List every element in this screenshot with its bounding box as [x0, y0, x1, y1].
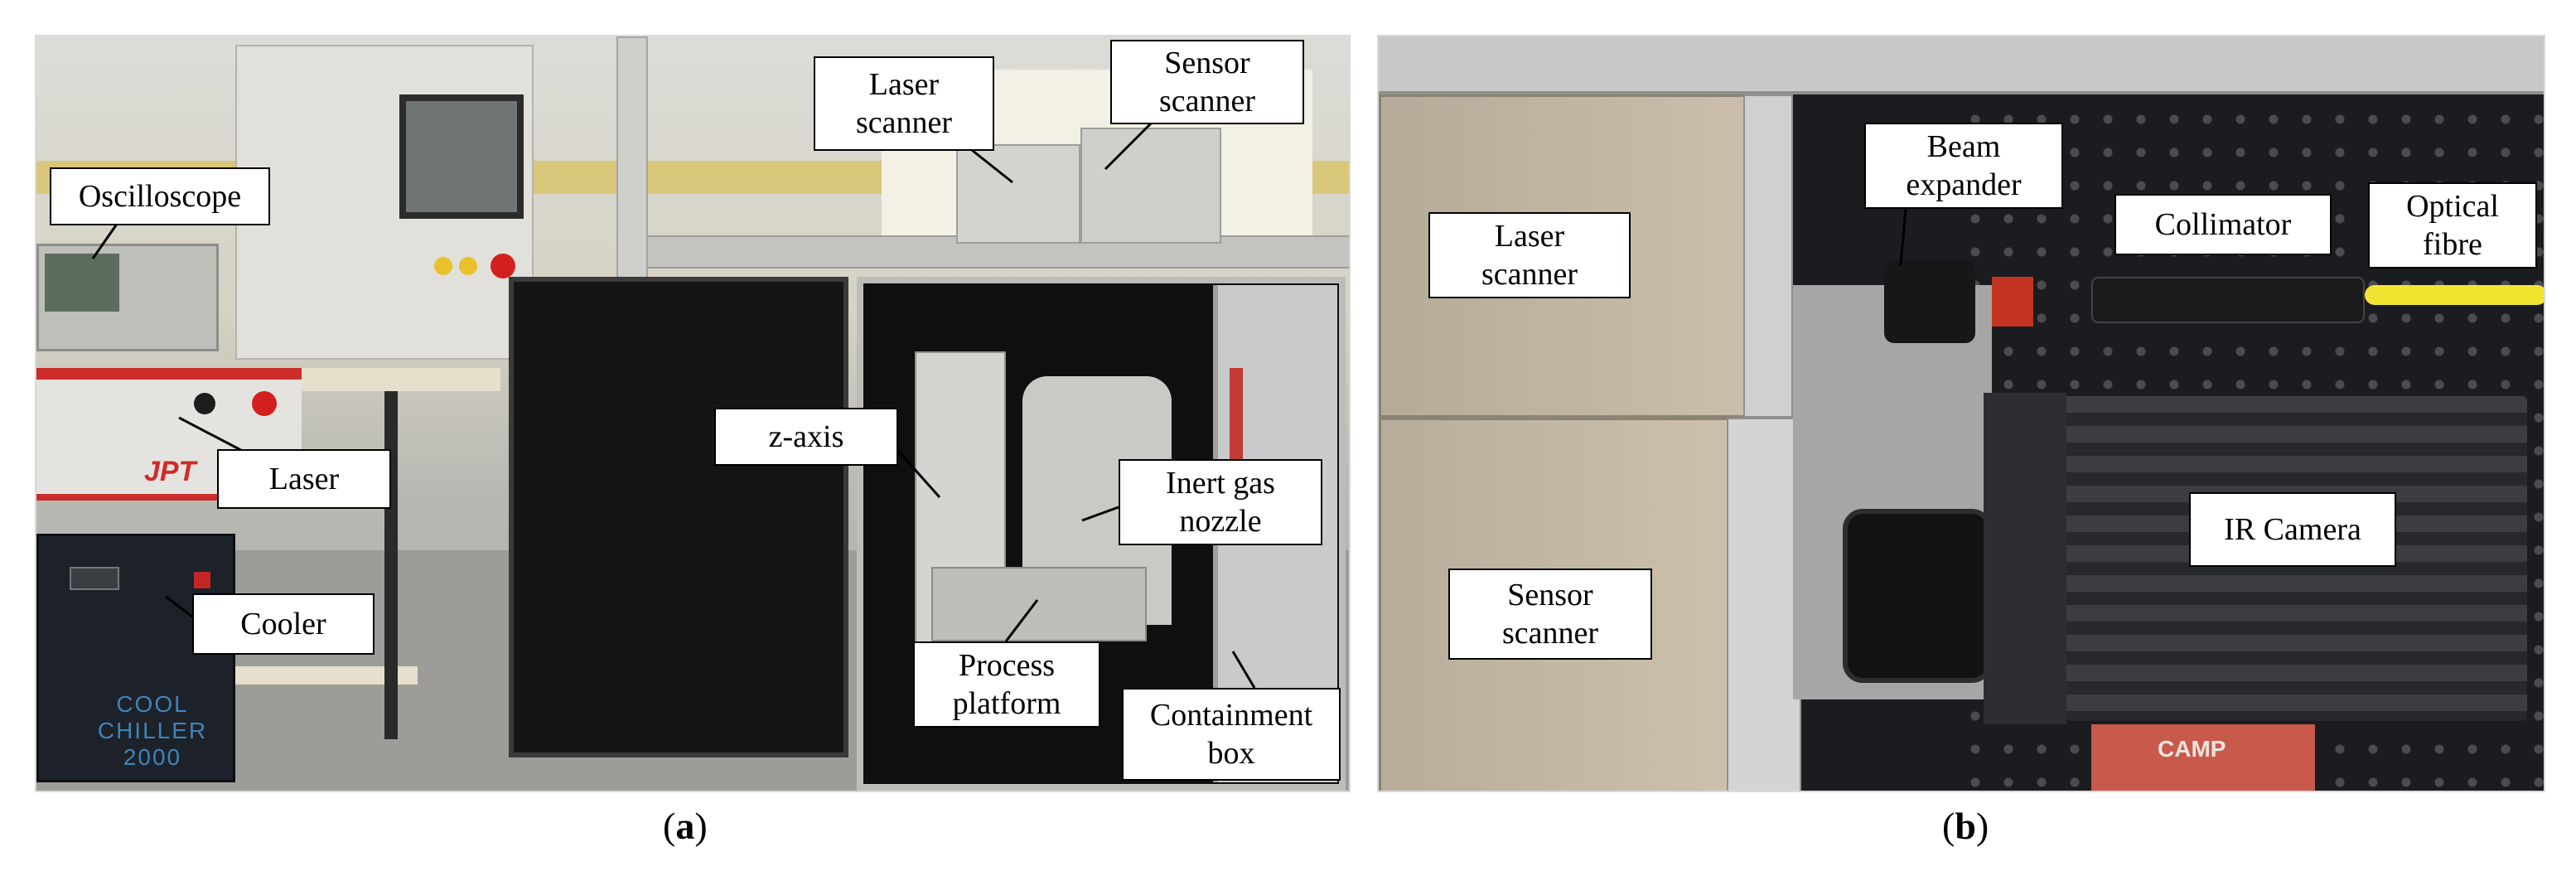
leader-process-platform [1004, 599, 1039, 642]
label-z-axis: z-axis [714, 408, 898, 466]
cooler-display [70, 567, 119, 590]
label-sensor-scanner-b: Sensor scanner [1448, 569, 1652, 660]
door-handle-red [1230, 368, 1243, 467]
leader-beam-expander [1899, 208, 1907, 266]
label-oscilloscope: Oscilloscope [50, 167, 270, 225]
caption-b-letter: b [1955, 805, 1976, 847]
sensor-scanner-unit [1080, 128, 1221, 244]
camera-plate-red [2091, 724, 2315, 791]
cooler-red-button [194, 572, 210, 588]
caption-b: (b) [1942, 805, 1989, 847]
label-ir-camera: IR Camera [2189, 492, 2396, 567]
laser-scanner-side [1743, 94, 1793, 418]
laser-head-red [1992, 277, 2033, 327]
emergency-stop [491, 254, 515, 278]
leader-lines-b [1899, 208, 1907, 266]
laser-unit [36, 368, 302, 501]
laser-key [194, 393, 215, 414]
leader-z-axis [897, 450, 941, 498]
collimator-tube [2091, 277, 2365, 323]
label-laser-scanner: Laser scanner [814, 56, 994, 151]
label-containment-box: Containment box [1122, 688, 1341, 781]
label-cooler: Cooler [192, 593, 375, 655]
laser-scanner-unit [956, 144, 1080, 244]
leader-sensor-scanner [1104, 118, 1157, 171]
laser-estop [252, 391, 277, 416]
containment-door [509, 277, 848, 757]
cooler-brand: COOL CHILLER 2000 [97, 691, 208, 770]
label-beam-expander: Beam expander [1864, 123, 2063, 209]
photo-panel-a: JPT COOL CHILLER 2000 Laser scanner Sens… [35, 35, 1351, 792]
cabinet-button-yellow [434, 257, 452, 275]
hmi-screen [399, 94, 524, 219]
cabinet-button-yellow [459, 257, 477, 275]
label-process-platform: Process platform [913, 641, 1100, 728]
label-sensor-scanner: Sensor scanner [1110, 40, 1304, 124]
ir-camera-front [1984, 393, 2066, 724]
label-laser: Laser [217, 449, 391, 509]
caption-a-letter: a [675, 805, 695, 847]
laser-brand: JPT [144, 456, 196, 487]
label-inert-gas-nozzle: Inert gas nozzle [1119, 459, 1322, 545]
leader-lines-a [91, 118, 1256, 689]
oscilloscope-screen [45, 254, 119, 312]
beam-expander-body [1884, 260, 1975, 343]
label-laser-scanner-b: Laser scanner [1428, 212, 1631, 298]
label-optical-fibre: Optical fibre [2368, 182, 2537, 269]
leader-containment-box [1231, 651, 1256, 689]
optical-fibre-cable [2365, 285, 2544, 305]
camera-brand: CAMP [2158, 736, 2226, 762]
leader-inert-gas-nozzle [1081, 506, 1119, 522]
process-platform-plate [931, 567, 1147, 641]
photo-panel-b: CAMP Laser scanner Beam expander Collima… [1377, 35, 2545, 792]
leader-oscilloscope [91, 220, 121, 259]
frame-rail [1379, 36, 2544, 94]
caption-a: (a) [663, 805, 708, 847]
label-collimator: Collimator [2114, 194, 2332, 255]
